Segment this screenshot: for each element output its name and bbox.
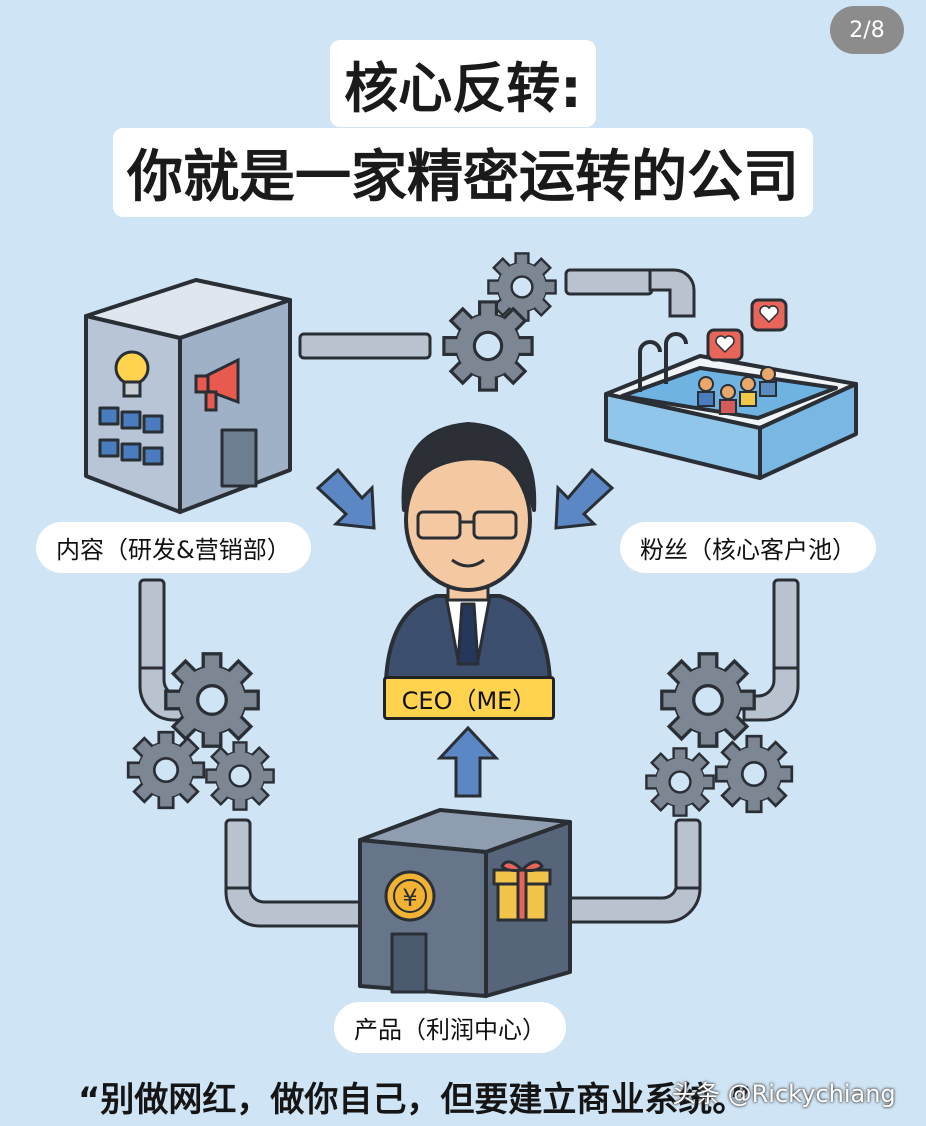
product-label: 产品（利润中心） bbox=[334, 1002, 566, 1053]
gear-icon bbox=[645, 747, 715, 817]
fan-people bbox=[697, 366, 777, 415]
title-line-1-text: 核心反转: bbox=[330, 40, 596, 127]
gear-icon bbox=[660, 652, 756, 748]
gear-icon bbox=[714, 734, 794, 814]
content-building bbox=[84, 278, 292, 514]
coin-symbol: ¥ bbox=[402, 884, 417, 912]
ceo-figure bbox=[384, 422, 552, 682]
watermark: 头条 @Rickychiang bbox=[672, 1080, 896, 1108]
gear-icon bbox=[164, 652, 260, 748]
fans-label: 粉丝（核心客户池） bbox=[620, 522, 876, 573]
megaphone-icon bbox=[194, 357, 240, 412]
coin-icon: ¥ bbox=[384, 870, 436, 922]
title-line-2: 你就是一家精密运转的公司 bbox=[0, 128, 926, 217]
content-label: 内容（研发&营销部） bbox=[36, 522, 311, 573]
heart-bubble-icon bbox=[706, 298, 788, 362]
arrow-icon bbox=[315, 467, 615, 798]
gear-icon bbox=[487, 252, 557, 322]
ceo-label: CEO（ME） bbox=[383, 676, 555, 720]
bottom-quote: “别做网红，做你自己，但要建立商业系统。” bbox=[78, 1080, 752, 1120]
gift-icon bbox=[492, 860, 552, 922]
gear-icon bbox=[126, 730, 206, 810]
title-line-2-text: 你就是一家精密运转的公司 bbox=[113, 128, 813, 217]
lightbulb-icon bbox=[114, 350, 150, 398]
gear-icon bbox=[442, 300, 534, 392]
gear-icon bbox=[205, 741, 275, 811]
page-indicator[interactable]: 2/8 bbox=[830, 6, 904, 54]
title-line-1: 核心反转: bbox=[0, 40, 926, 127]
